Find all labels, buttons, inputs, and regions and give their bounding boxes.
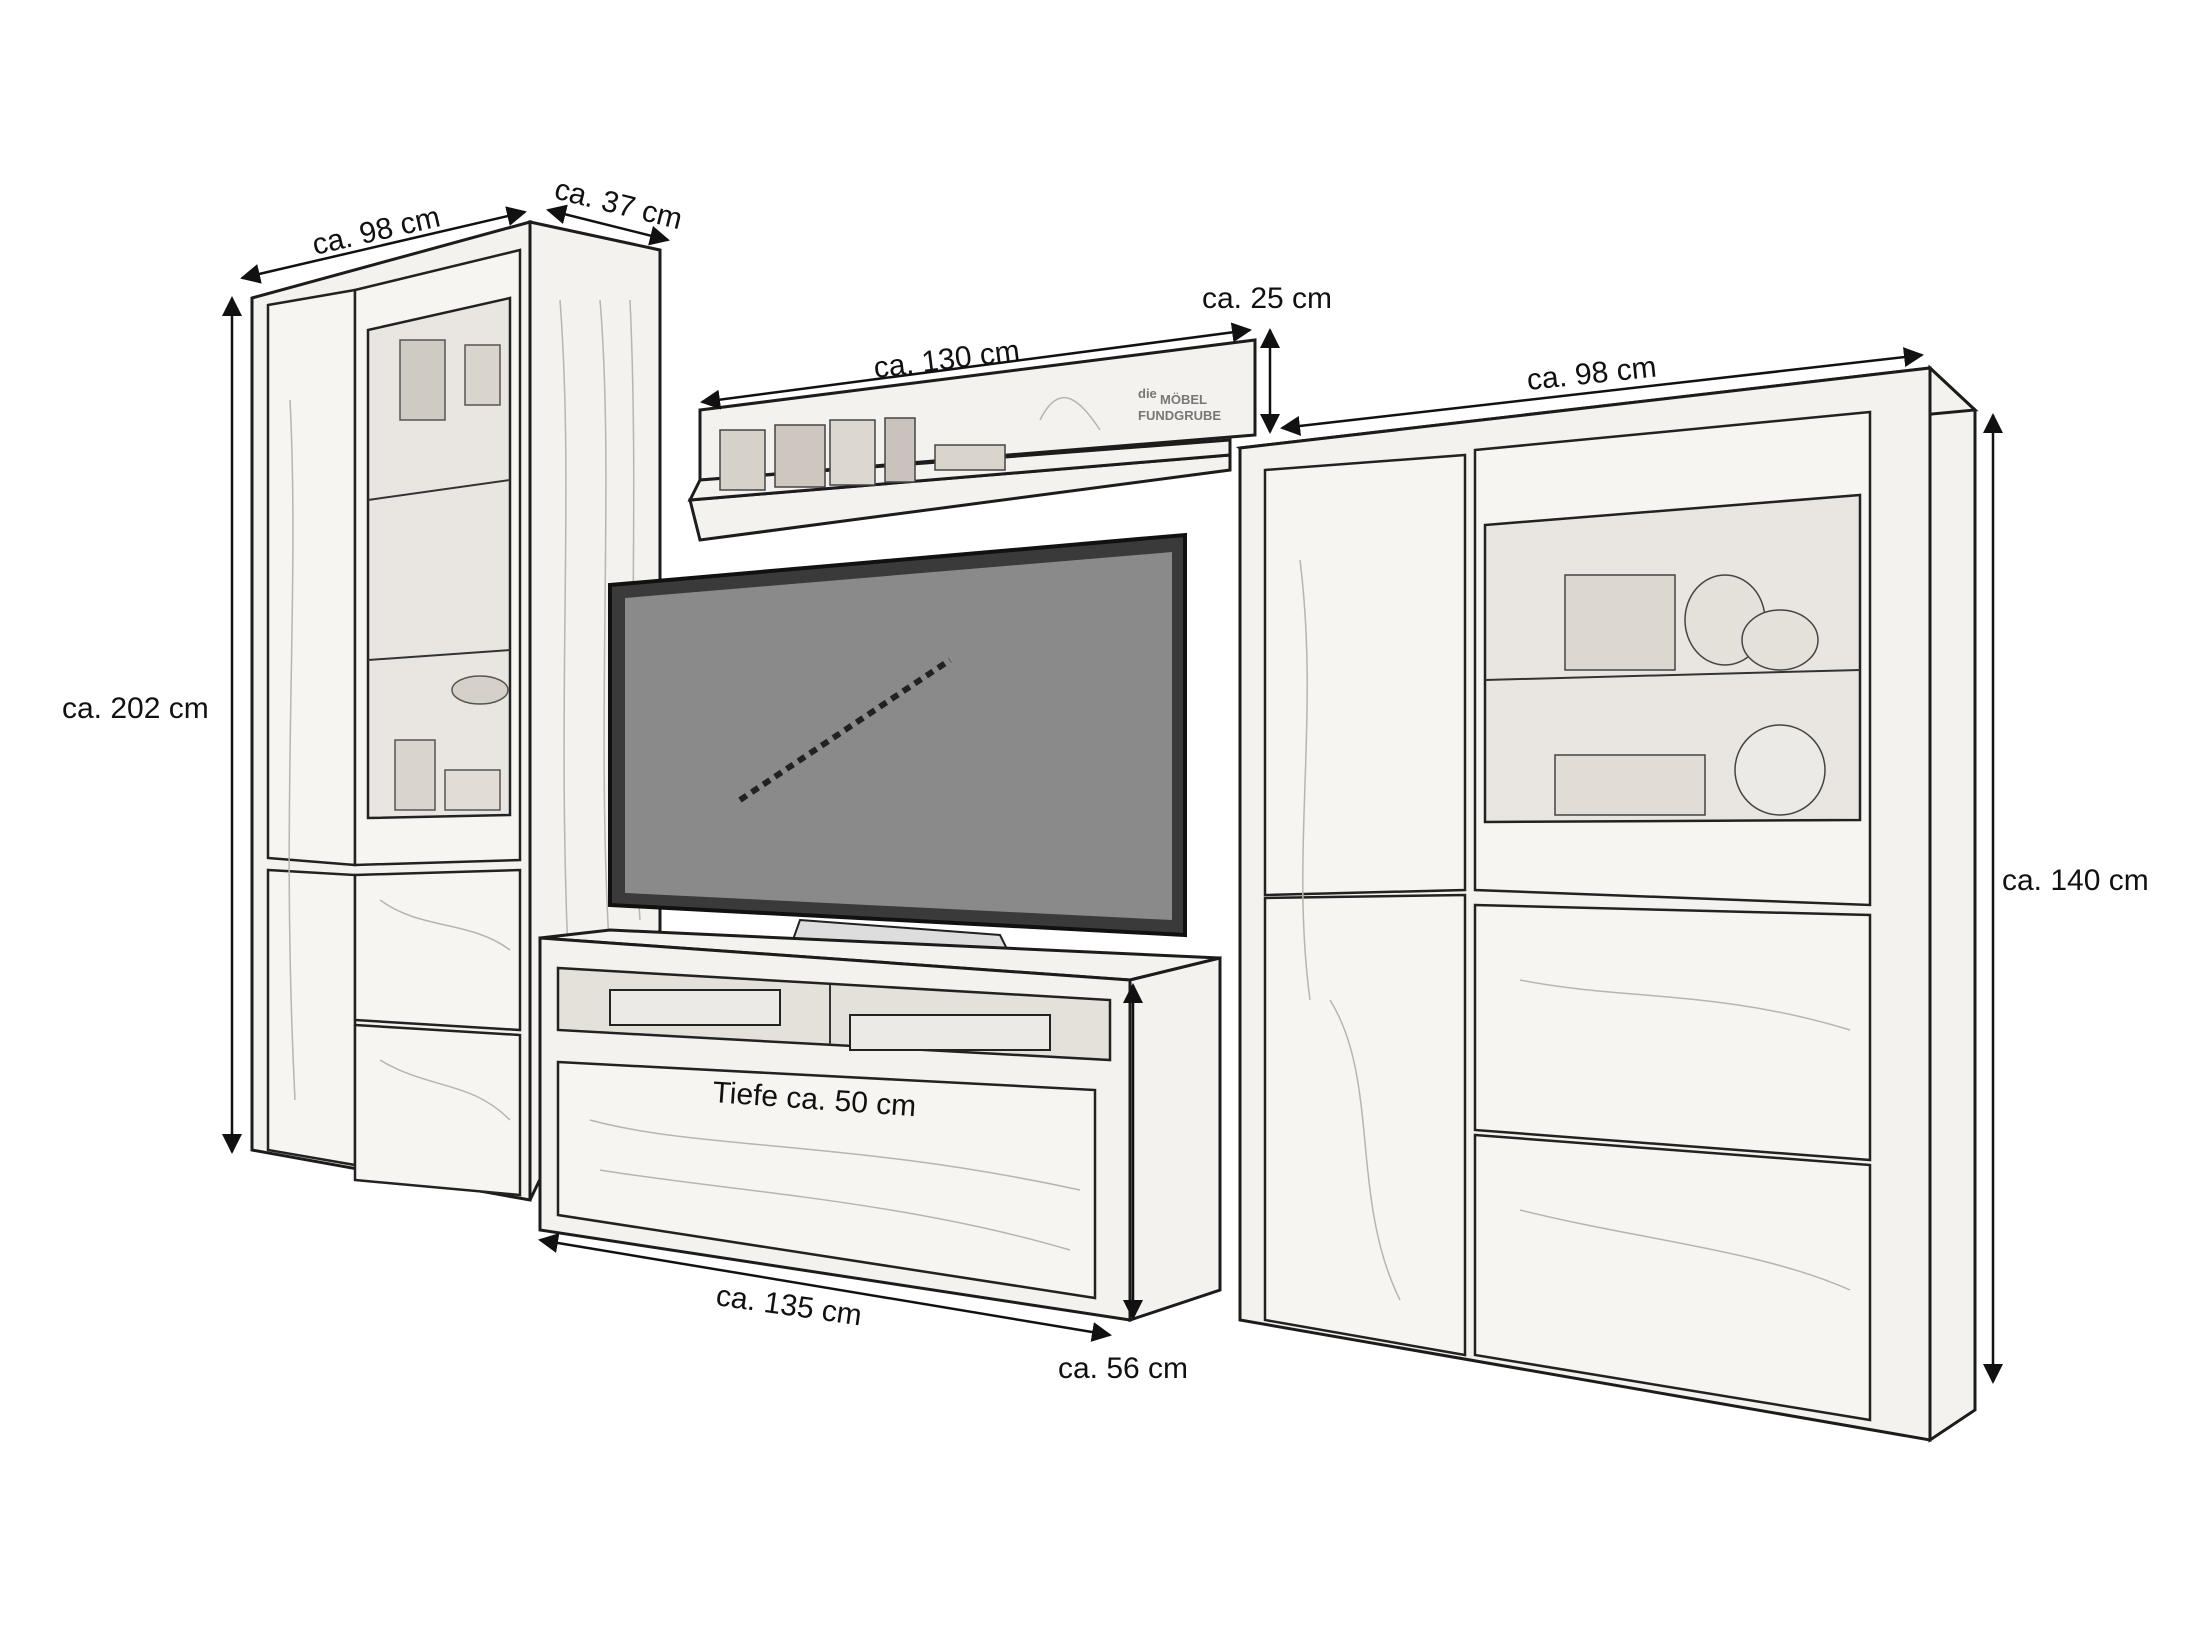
tv-lowboard	[538, 928, 1222, 1323]
watermark-line1: die	[1138, 386, 1157, 401]
dimension-lines	[222, 204, 2003, 1384]
watermark-line3: FUNDGRUBE	[1138, 408, 1221, 423]
label-left-height: ca. 202 cm	[62, 692, 209, 725]
tv	[608, 532, 1187, 957]
label-right-height: ca. 140 cm	[2002, 864, 2149, 897]
label-tv-width: ca. 135 cm	[714, 1279, 864, 1332]
left-tall-cabinet	[250, 220, 662, 1202]
right-highboard	[1235, 364, 1979, 1443]
label-right-width: ca. 98 cm	[1525, 351, 1658, 397]
label-tv-height: ca. 56 cm	[1058, 1352, 1188, 1385]
wall-shelf: die MÖBEL FUNDGRUBE	[687, 338, 1257, 542]
label-shelf-height: ca. 25 cm	[1202, 282, 1332, 315]
watermark-line2: MÖBEL	[1160, 392, 1207, 407]
